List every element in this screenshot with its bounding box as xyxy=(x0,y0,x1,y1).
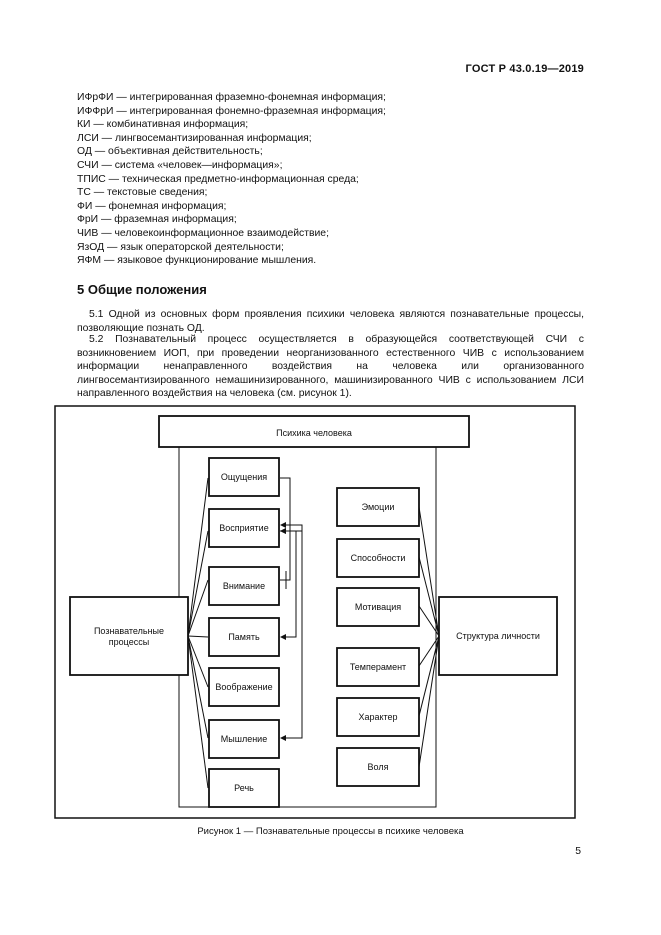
box-personality-structure: Структура личности xyxy=(438,596,558,676)
abbreviation-item: ЧИВ — человекоинформационное взаимодейст… xyxy=(77,227,329,239)
abbreviation-list: ИФрФИ — интегрированная фраземно-фонемна… xyxy=(77,91,587,268)
section-heading: 5 Общие положения xyxy=(77,282,207,297)
abbreviation-item: ИФрФИ — интегрированная фраземно-фонемна… xyxy=(77,92,386,103)
process-box-label: Восприятие xyxy=(219,523,268,533)
trait-box: Воля xyxy=(336,747,420,787)
abbreviation-item: ФИ — фонемная информация; xyxy=(77,200,227,212)
trait-box-label: Темперамент xyxy=(350,662,406,672)
abbreviation-item: КИ — комбинативная информация; xyxy=(77,119,249,131)
trait-box-label: Характер xyxy=(358,712,397,722)
process-box: Внимание xyxy=(208,566,280,606)
abbreviation-item: СЧИ — система «человек—информация»; xyxy=(77,159,283,171)
box-cognitive-label-1: Познавательные xyxy=(94,626,164,636)
process-box: Речь xyxy=(208,768,280,808)
paragraph-5-1: 5.1 Одной из основных форм проявления пс… xyxy=(77,309,584,334)
abbreviation-item: ФрИ — фраземная информация; xyxy=(77,214,237,226)
abbreviation-item: ОД — объективная действительность; xyxy=(77,146,263,158)
figure-diagram: Психика человека Познавательные процессы… xyxy=(54,405,576,819)
paragraph-5-2: 5.2 Познавательный процесс осуществляетс… xyxy=(77,334,584,400)
process-box-label: Внимание xyxy=(223,581,265,591)
process-box: Восприятие xyxy=(208,508,280,548)
process-box: Память xyxy=(208,617,280,657)
process-box-label: Речь xyxy=(234,783,254,793)
trait-box: Мотивация xyxy=(336,587,420,627)
box-personality-label: Структура личности xyxy=(456,631,540,641)
trait-box: Темперамент xyxy=(336,647,420,687)
trait-box-label: Способности xyxy=(351,553,406,563)
process-box-label: Ощущения xyxy=(221,472,267,482)
left-connectors xyxy=(187,477,209,789)
trait-box-label: Эмоции xyxy=(362,502,395,512)
abbreviation-item: ТС — текстовые сведения; xyxy=(77,187,208,199)
process-box-label: Воображение xyxy=(215,682,272,692)
trait-box: Способности xyxy=(336,538,420,578)
trait-boxes: ЭмоцииСпособностиМотивацияТемпераментХар… xyxy=(336,487,420,787)
right-connectors xyxy=(418,506,440,768)
process-box: Мышление xyxy=(208,719,280,759)
process-box: Воображение xyxy=(208,667,280,707)
process-arrows xyxy=(280,477,303,741)
process-box: Ощущения xyxy=(208,457,280,497)
trait-box-label: Воля xyxy=(368,762,389,772)
abbreviation-item: ЯФМ — языковое функционирование мышления… xyxy=(77,255,317,267)
trait-box: Характер xyxy=(336,697,420,737)
box-cognitive-processes: Познавательные процессы xyxy=(69,596,189,676)
diagram-frame xyxy=(54,405,576,819)
box-cognitive-label-2: процессы xyxy=(109,637,149,647)
abbreviation-item: ТПИС — техническая предметно-информацион… xyxy=(77,173,359,185)
trait-box: Эмоции xyxy=(336,487,420,527)
process-boxes: ОщущенияВосприятиеВниманиеПамятьВоображе… xyxy=(208,457,280,808)
process-box-label: Память xyxy=(228,632,260,642)
box-psyche: Психика человека xyxy=(158,415,470,448)
figure-caption: Рисунок 1 — Познавательные процессы в пс… xyxy=(197,826,464,837)
box-psyche-label: Психика человека xyxy=(276,428,352,438)
standard-number: ГОСТ Р 43.0.19—2019 xyxy=(465,63,584,75)
abbreviation-item: ЛСИ — лингвосемантизированная информация… xyxy=(77,132,312,144)
abbreviation-item: ЯзОД — язык операторской деятельности; xyxy=(77,241,284,253)
page-number: 5 xyxy=(575,846,581,857)
process-box-label: Мышление xyxy=(221,734,267,744)
abbreviation-item: ИФФрИ — интегрированная фонемно-фраземна… xyxy=(77,105,386,117)
trait-box-label: Мотивация xyxy=(355,602,401,612)
